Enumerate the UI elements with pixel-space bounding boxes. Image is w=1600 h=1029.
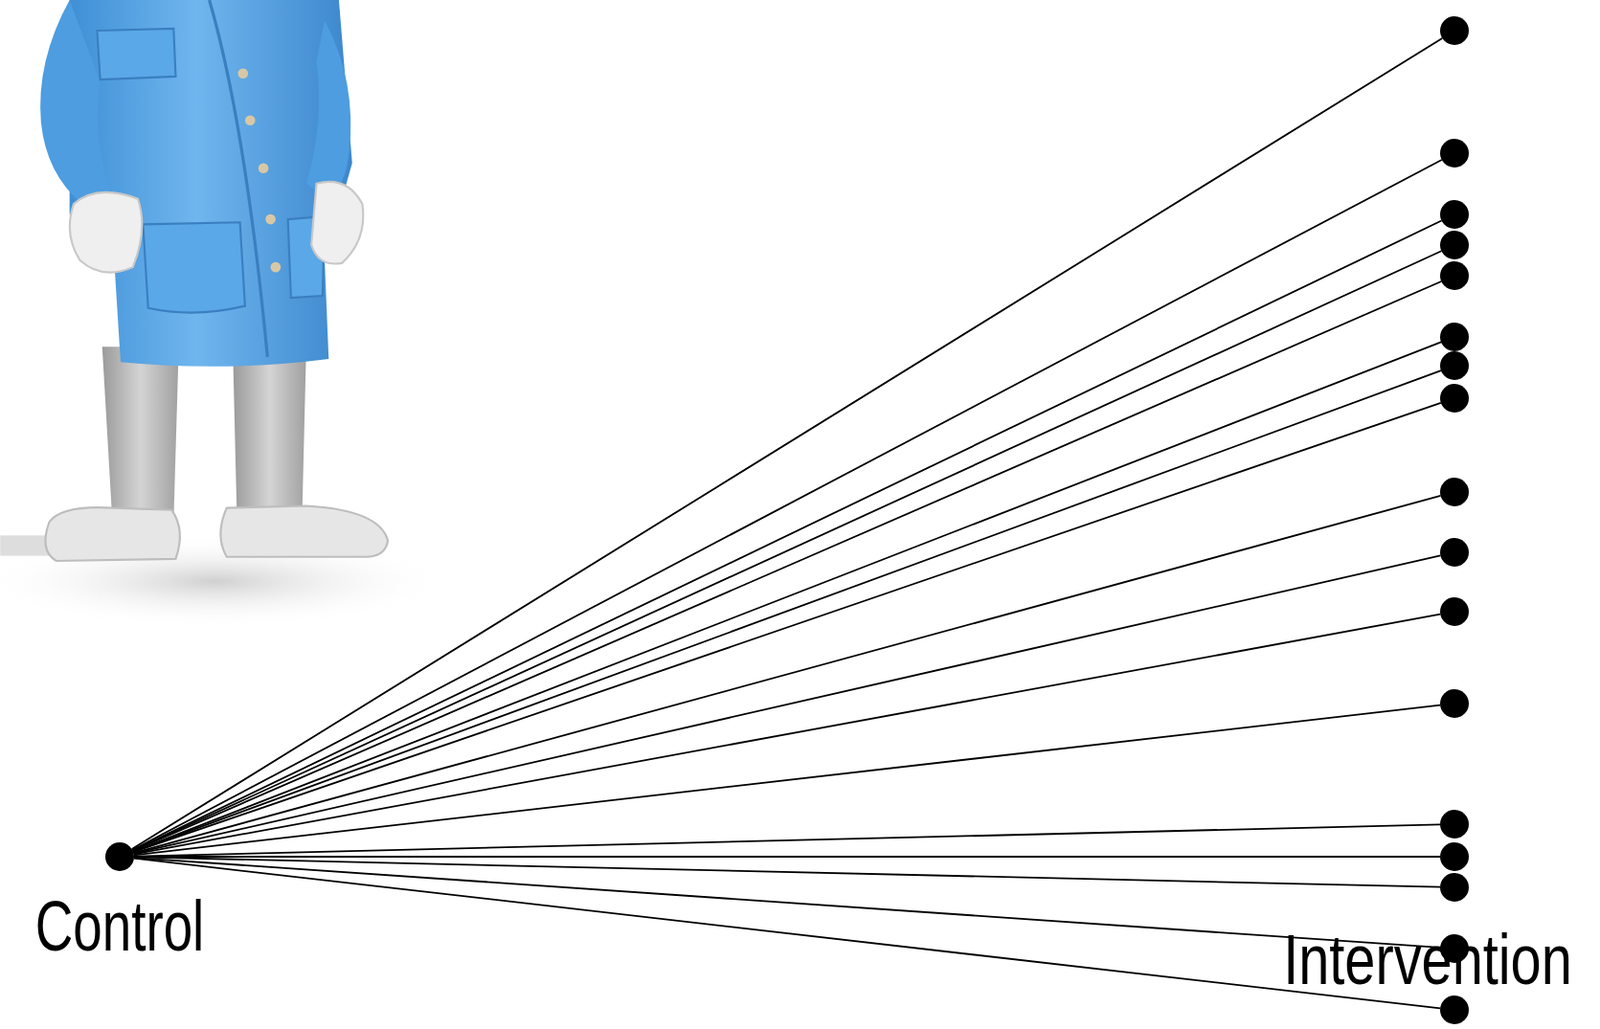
dot-shape <box>104 841 136 873</box>
connector-line <box>133 403 1442 853</box>
intervention-point <box>1439 383 1470 414</box>
dot-circle <box>1440 689 1469 719</box>
intervention-point <box>1439 841 1470 873</box>
intervention-point <box>1439 994 1470 1026</box>
dot-shape <box>1439 872 1470 903</box>
intervention-point <box>1439 260 1470 292</box>
dot-shape <box>1439 15 1470 46</box>
connector-stroke <box>134 614 1441 856</box>
connector-line <box>134 614 1441 856</box>
connector-stroke <box>132 159 1442 851</box>
dot-shape <box>1439 137 1470 169</box>
dot-shape <box>1439 229 1470 261</box>
connector-line <box>132 159 1442 851</box>
connector-stroke <box>134 705 1441 857</box>
dot-circle <box>1440 597 1469 627</box>
dot-circle <box>1440 810 1469 839</box>
connector-line <box>134 555 1442 854</box>
intervention-point <box>1439 350 1470 382</box>
group-label: Control <box>35 891 205 963</box>
dot-circle <box>1440 995 1469 1025</box>
connector-line <box>134 705 1441 857</box>
connector-line <box>134 858 1441 1010</box>
connector-stroke <box>133 341 1442 852</box>
connector-stroke <box>134 856 1441 858</box>
dot-shape <box>1439 199 1470 230</box>
dot-shape <box>1439 321 1470 353</box>
dot-circle <box>1440 383 1469 413</box>
intervention-point <box>1439 199 1470 230</box>
dot-circle <box>1440 16 1469 46</box>
dot-circle <box>1440 138 1469 168</box>
connector-stroke <box>133 495 1441 854</box>
connector-stroke <box>133 403 1442 853</box>
intervention-point <box>1439 476 1470 508</box>
connector-stroke <box>134 555 1442 854</box>
intervention-point <box>1439 688 1470 720</box>
connector-stroke <box>133 281 1442 852</box>
intervention-point <box>1439 809 1470 840</box>
dot-shape <box>1439 688 1470 720</box>
dot-circle <box>1440 538 1469 567</box>
connector-line <box>133 221 1443 852</box>
dot-circle <box>1440 351 1469 381</box>
connector-stroke <box>134 858 1441 1010</box>
connector-line <box>133 281 1442 852</box>
control-point: Control <box>104 841 136 873</box>
dot-shape <box>1439 383 1470 414</box>
dot-circle <box>1440 322 1469 352</box>
intervention-point <box>1439 596 1470 628</box>
dot-shape <box>1439 476 1470 508</box>
intervention-point <box>1439 229 1470 261</box>
connector-line <box>134 824 1441 857</box>
connector-line <box>133 250 1443 851</box>
group-label: Intervention <box>1283 924 1573 996</box>
dot-shape <box>1439 596 1470 628</box>
dot-circle <box>1440 261 1469 291</box>
dot-circle <box>1440 842 1469 872</box>
connector-line <box>133 341 1442 852</box>
intervention-point <box>1439 872 1470 903</box>
dot-shape <box>1439 809 1470 840</box>
intervention-point <box>1439 321 1470 353</box>
dot-shape <box>1439 350 1470 382</box>
dot-shape <box>1439 994 1470 1026</box>
intervention-point <box>1439 15 1470 46</box>
connector-line <box>134 856 1441 858</box>
intervention-point <box>1439 537 1470 568</box>
dot-circle <box>1440 477 1469 507</box>
dot-shape <box>1439 260 1470 292</box>
connector-stroke <box>134 824 1441 857</box>
dot-circle <box>1440 200 1469 229</box>
connector-stroke <box>133 250 1443 851</box>
dot-circle <box>1440 230 1469 260</box>
dot-shape <box>1439 537 1470 568</box>
connector-line <box>133 495 1441 854</box>
connector-stroke <box>133 221 1443 852</box>
intervention-point <box>1439 137 1470 169</box>
dot-circle <box>105 842 135 872</box>
dot-shape <box>1439 841 1470 873</box>
dot-circle <box>1440 873 1469 902</box>
